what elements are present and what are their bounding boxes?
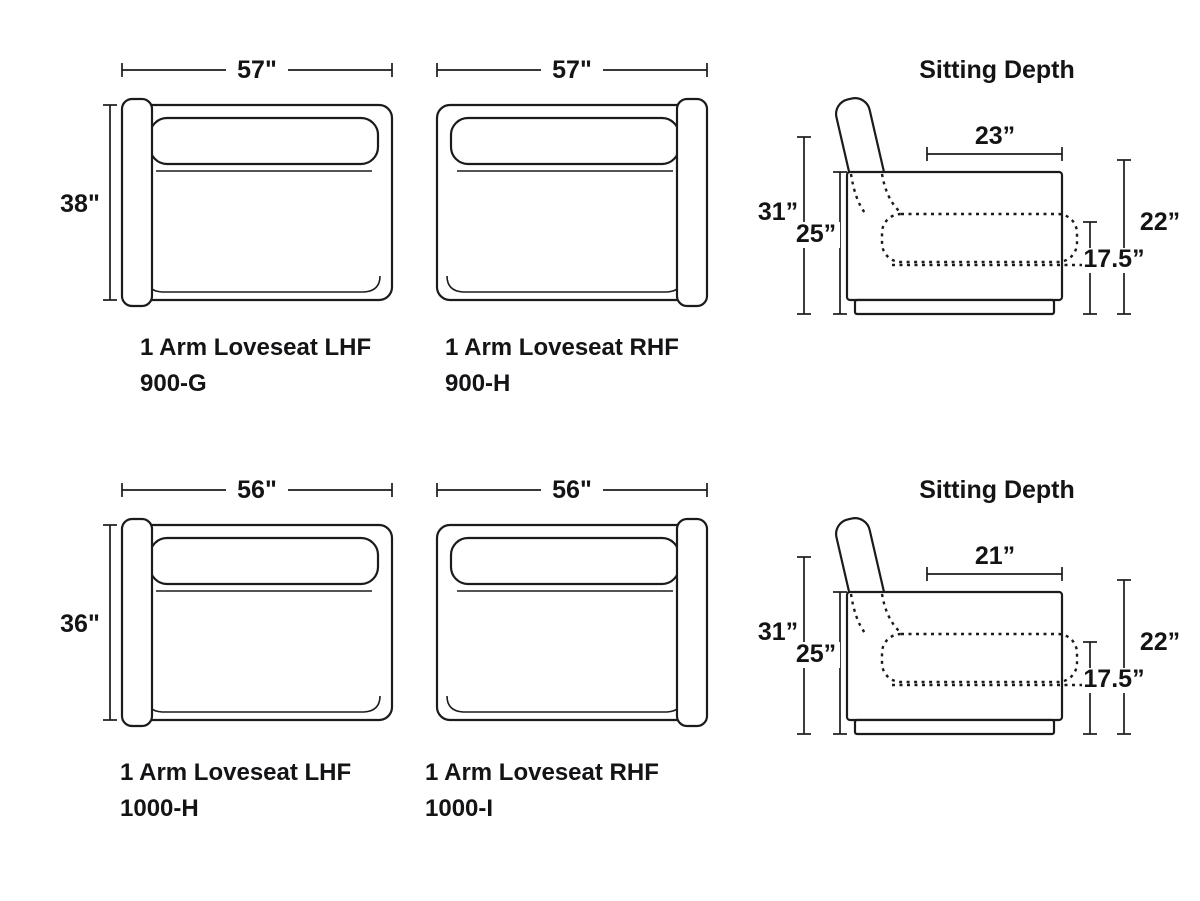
arm-height-dimension: 25”: [792, 591, 847, 735]
depth-dimension: 38": [60, 104, 117, 301]
product-row-900: 57" 38" 57": [0, 0, 1200, 450]
product-label-rhf: 1 Arm Loveseat RHF 1000-I: [425, 755, 659, 827]
loveseat-top-drawing: [120, 517, 394, 728]
width-label: 56": [237, 476, 277, 504]
product-name: 1 Arm Loveseat LHF: [120, 759, 352, 786]
product-name: 1 Arm Loveseat RHF: [445, 334, 679, 361]
hidden-back-left: [849, 593, 866, 634]
hidden-back-right: [880, 173, 900, 212]
loveseat-top-drawing: [435, 97, 709, 308]
product-sku: 900-G: [140, 370, 207, 397]
arm-height-label: 25”: [796, 220, 836, 248]
top-view-lhf: 56" 36": [60, 474, 394, 728]
top-view-rhf: 56": [435, 474, 709, 728]
loveseat-top-drawing: [435, 517, 709, 728]
back-cushion: [148, 116, 380, 166]
hidden-back-right: [880, 593, 900, 632]
width-dimension: 56": [436, 474, 708, 504]
section-title: Sitting Depth: [919, 476, 1075, 504]
product-label-lhf: 1 Arm Loveseat LHF 900-G: [140, 330, 371, 402]
arm-height-dimension: 25”: [792, 171, 847, 315]
back-height-dimension: 22”: [1117, 159, 1180, 315]
arm-panel: [845, 590, 1064, 722]
section-title: Sitting Depth: [919, 56, 1075, 84]
side-view: 21” 31” 25” 22” 17.5”: [758, 517, 1180, 736]
sitting-depth-label: 21”: [975, 542, 1015, 570]
left-arm: [120, 97, 154, 308]
back-height-label: 22”: [1140, 208, 1180, 236]
back-height-dimension: 22”: [1117, 579, 1180, 735]
top-view-lhf: 57" 38": [60, 54, 394, 308]
right-arm: [675, 97, 709, 308]
product-name: 1 Arm Loveseat RHF: [425, 759, 659, 786]
overall-height-dimension: 31”: [758, 136, 811, 315]
width-label: 57": [237, 56, 277, 84]
product-sku: 1000-I: [425, 795, 494, 822]
width-dimension: 57": [121, 54, 393, 84]
overall-height-label: 31”: [758, 618, 798, 646]
arm-panel: [845, 170, 1064, 302]
hidden-back-left: [849, 173, 866, 214]
loveseat-top-drawing: [120, 97, 394, 308]
overall-height-label: 31”: [758, 198, 798, 226]
top-view-rhf: 57": [435, 54, 709, 308]
depth-dimension: 36": [60, 524, 117, 721]
sofa-side-drawing: [835, 517, 1082, 736]
product-name: 1 Arm Loveseat LHF: [140, 334, 372, 361]
back-cushion: [449, 116, 681, 166]
side-view: 23” 31” 25” 22” 17.5”: [758, 97, 1180, 316]
product-sku: 1000-H: [120, 795, 199, 822]
product-row-1000: 56" 36" 56": [0, 420, 1200, 870]
depth-label: 36": [60, 610, 100, 638]
width-dimension: 57": [436, 54, 708, 84]
product-label-lhf: 1 Arm Loveseat LHF 1000-H: [120, 755, 351, 827]
product-sku: 900-H: [445, 370, 511, 397]
seat-height-dimension: 17.5”: [1082, 641, 1148, 735]
base: [853, 718, 1056, 736]
seat-height-dimension: 17.5”: [1082, 221, 1148, 315]
depth-label: 38": [60, 190, 100, 218]
sitting-depth-dimension: 23”: [926, 122, 1063, 161]
back-cushion: [148, 536, 380, 586]
width-label: 56": [552, 476, 592, 504]
seat-height-label: 17.5”: [1083, 665, 1144, 693]
width-label: 57": [552, 56, 592, 84]
left-arm: [120, 517, 154, 728]
product-label-rhf: 1 Arm Loveseat RHF 900-H: [445, 330, 679, 402]
sofa-side-drawing: [835, 97, 1082, 316]
right-arm: [675, 517, 709, 728]
base: [853, 298, 1056, 316]
overall-height-dimension: 31”: [758, 556, 811, 735]
sitting-depth-label: 23”: [975, 122, 1015, 150]
arm-height-label: 25”: [796, 640, 836, 668]
sitting-depth-dimension: 21”: [926, 542, 1063, 581]
seat-height-label: 17.5”: [1083, 245, 1144, 273]
width-dimension: 56": [121, 474, 393, 504]
back-height-label: 22”: [1140, 628, 1180, 656]
back-cushion: [449, 536, 681, 586]
